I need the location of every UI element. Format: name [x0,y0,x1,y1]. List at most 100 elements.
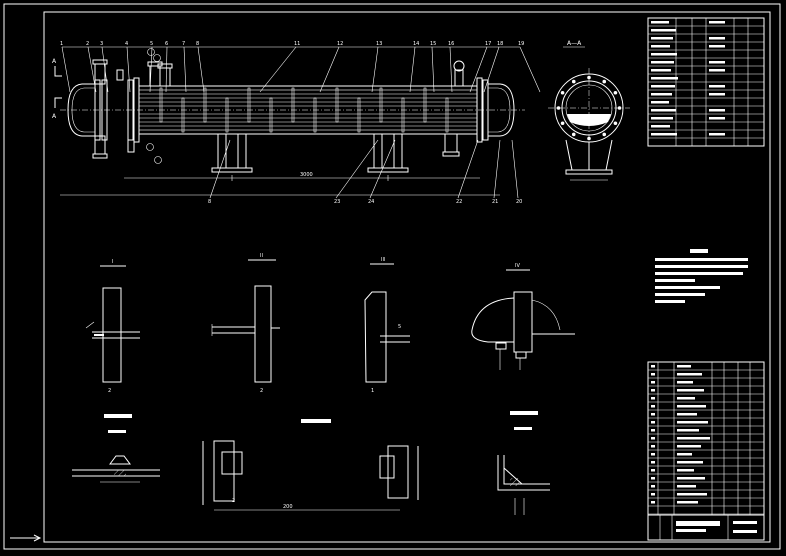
callout-number: 21 [492,199,498,205]
callout-leader [61,46,71,93]
callout-leader [259,46,297,93]
callout-number: 7 [182,41,185,47]
callout-leader [483,46,500,93]
baffle [313,97,317,133]
callout-leader [449,46,453,93]
callout-number: 17 [485,41,491,47]
baffle [203,87,207,123]
svg-text:1: 1 [371,388,374,394]
bolt-hole [602,132,607,137]
callout-leader [209,139,231,199]
callout-leader [87,46,97,93]
detail-III: III 5 1 [364,257,410,394]
callout-number: 5 [150,41,153,47]
detail-II: II 2 [211,253,280,394]
bolt-hole [613,90,618,95]
callout-leader [457,139,479,199]
baffle [247,87,251,123]
view-label: A—A [567,40,582,47]
bolt-hole [602,79,607,84]
bolt-hole [587,75,591,80]
baffle [225,97,229,133]
callout-leader [149,46,153,93]
callout-leader [431,46,435,93]
callout-number: 6 [165,41,168,47]
callout-leader [469,46,488,93]
end-section-view: A—A [548,40,630,181]
bottom-callout-leaders: 8 23 24 22 21 20 [208,139,522,205]
callout-leader [369,139,396,199]
baffle [401,97,405,133]
callout-number: 8 [208,199,211,205]
technical-requirements-notes [655,249,748,303]
bolt-hole [556,106,561,110]
detail-saddle-lower-right [497,411,550,515]
svg-text:2: 2 [260,388,263,394]
baffle [181,97,185,133]
bolt-hole [571,132,576,137]
svg-text:200: 200 [283,504,293,510]
callout-leader [511,139,519,199]
baffle [357,97,361,133]
baffle [445,97,449,133]
svg-text:5: 5 [398,324,401,330]
svg-text:I: I [112,259,113,265]
svg-text:A: A [52,113,57,120]
detail-weld-lower-left [72,414,160,483]
callout-number: 15 [430,41,436,47]
parts-list-and-title-block [647,361,765,541]
callout-number: 3 [100,41,103,47]
callout-number: 4 [125,41,128,47]
drawing-frame [3,3,781,550]
callout-number: 16 [448,41,454,47]
callout-number: 22 [456,199,462,205]
callout-number: 8 [196,41,199,47]
callout-number: 11 [294,41,300,47]
svg-text:2: 2 [108,388,111,394]
detail-IV: IV [471,263,575,370]
bolt-hole [560,90,565,95]
flange-bolts [556,75,622,141]
baffle [159,87,163,123]
callout-number: 12 [337,41,343,47]
callout-leader [409,46,416,93]
bolt-hole [571,79,576,84]
callout-number: 20 [516,199,522,205]
callout-leader [197,46,205,93]
callout-number: 23 [334,199,340,205]
callout-leader [165,46,168,93]
callout-number: 13 [376,41,382,47]
detail-I: I 2 [85,259,140,394]
svg-text:III: III [381,257,385,263]
callout-number: 1 [60,41,63,47]
baffle [423,87,427,123]
bolt-hole [560,121,565,126]
design-data-table [647,17,765,147]
svg-text:II: II [260,253,263,259]
baffle [379,87,383,123]
callout-leader [493,139,501,199]
bolt-hole [587,136,591,141]
detail-partition-lower-middle: 200 2 [202,419,419,511]
baffle [291,87,295,123]
callout-number: 24 [368,199,374,205]
callout-number: 14 [413,41,419,47]
callout-leader [335,139,379,199]
callout-leader [371,46,379,93]
section-arrow-label: A [52,58,57,65]
callout-leader [101,46,109,93]
svg-text:2: 2 [232,498,235,504]
bolt-hole [617,106,622,110]
svg-text:3000: 3000 [300,172,313,178]
baffle-plates [159,87,449,133]
callout-number: 18 [497,41,503,47]
callout-leader [183,46,187,93]
callout-leader [126,46,131,93]
baffle [335,87,339,123]
callout-leader [519,46,541,93]
callout-leader [319,46,340,93]
baffle [269,97,273,133]
